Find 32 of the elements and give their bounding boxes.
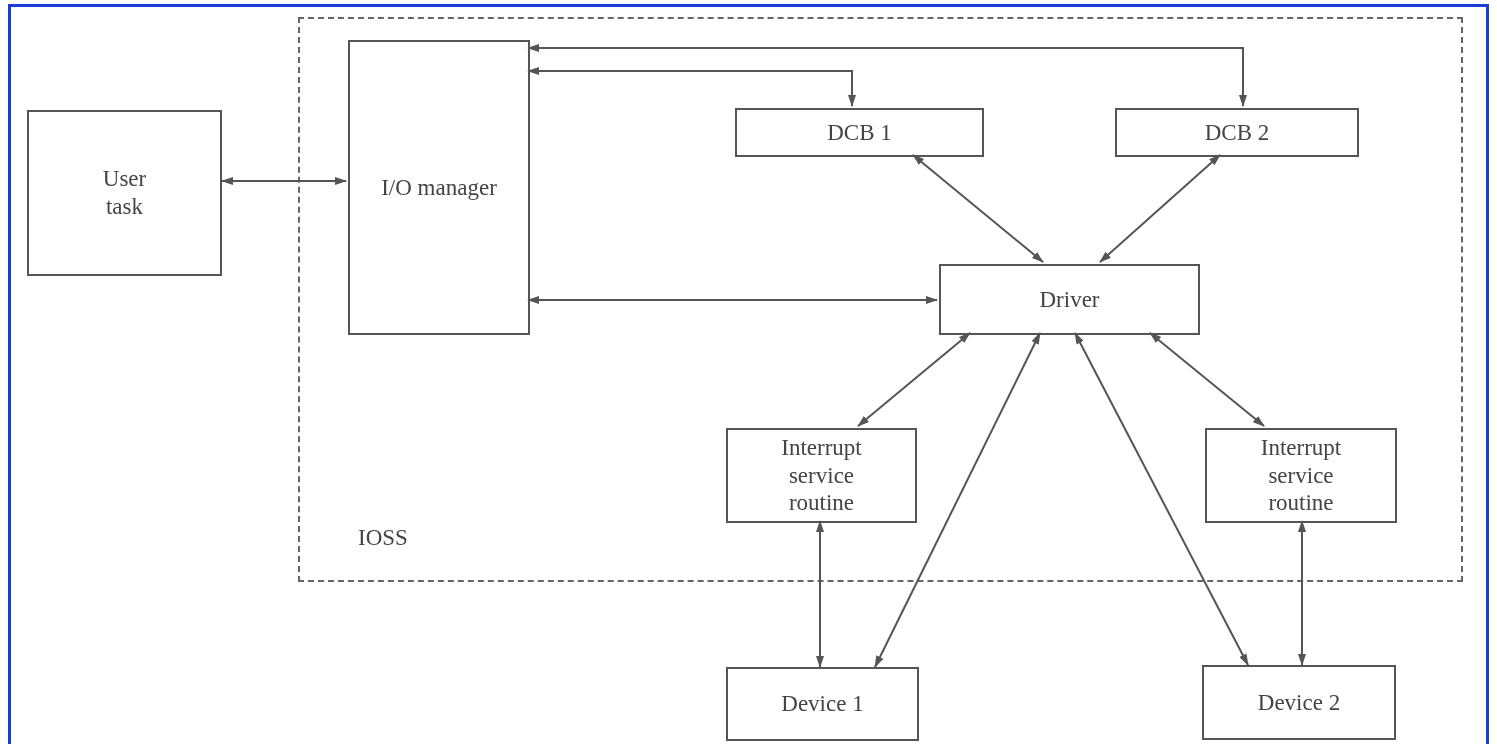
group-label: IOSS [358,524,408,552]
arrow [1298,520,1306,666]
process-box [1202,665,1396,740]
node-label: Interrupt service routine [1259,434,1343,517]
arrow [527,67,856,107]
arrow [857,332,971,427]
dashed-boundary [298,17,1463,582]
node-label: Device 2 [1257,688,1341,717]
arrow [527,44,1247,107]
node-label: Driver [1039,285,1100,314]
process-box [1205,428,1397,523]
arrow [912,154,1044,263]
arrow [1149,332,1265,427]
process-box [1115,108,1359,157]
process-box [27,110,222,276]
node-label: DCB 1 [827,118,892,147]
process-box [726,428,917,523]
arrow [527,296,938,304]
arrow [221,177,347,185]
arrow [1099,154,1221,263]
arrow [816,520,824,668]
arrow [874,332,1041,668]
process-box [939,264,1200,335]
node-label: DCB 2 [1204,118,1270,147]
process-box [726,667,919,741]
process-box [735,108,984,157]
arrow [1074,332,1249,666]
process-box [348,40,530,335]
node-label: Device 1 [781,690,864,718]
node-label: User task [101,165,148,221]
node-label: I/O manager [381,173,497,202]
node-label: Interrupt service routine [780,434,863,517]
